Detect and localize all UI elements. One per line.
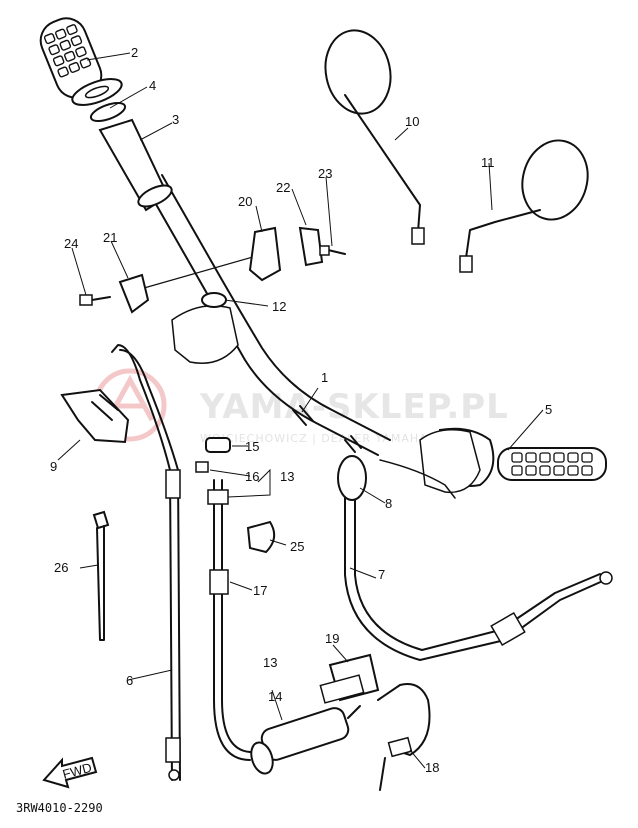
clamp-8 xyxy=(337,455,367,501)
watermark-subtitle: WOJCIECHOWICZ | DEALER YAMAHA xyxy=(200,432,428,445)
cable-17 xyxy=(207,479,251,761)
right-switch-housing xyxy=(419,429,481,494)
callout-9: 9 xyxy=(50,459,57,474)
callout-labels: 1 2 3 4 5 6 7 8 9 10 11 12 13 13 14 15 1… xyxy=(50,45,552,775)
holder-12 xyxy=(201,292,227,308)
callout-8: 8 xyxy=(385,496,392,511)
lever-9 xyxy=(60,388,130,444)
holder-21 xyxy=(118,273,150,314)
cable-7 xyxy=(344,479,613,661)
callout-14: 14 xyxy=(268,689,282,704)
handlebar xyxy=(144,174,391,456)
throttle-tube xyxy=(98,118,173,212)
callout-11: 11 xyxy=(481,155,495,170)
leader-lines xyxy=(57,52,544,769)
callout-24: 24 xyxy=(64,236,78,251)
cable-6 xyxy=(111,344,181,781)
cylinder-14 xyxy=(250,705,361,775)
callout-1: 1 xyxy=(321,370,328,385)
callout-26: 26 xyxy=(54,560,68,575)
holder-22 xyxy=(298,226,324,267)
callout-7: 7 xyxy=(378,567,385,582)
holder-20 xyxy=(248,226,282,282)
mirror-left xyxy=(324,29,425,245)
callout-6: 6 xyxy=(126,673,133,688)
fwd-arrow: FWD xyxy=(42,756,98,789)
callout-19: 19 xyxy=(325,631,339,646)
washer xyxy=(89,101,127,123)
callout-18: 18 xyxy=(425,760,439,775)
callout-3: 3 xyxy=(172,112,179,127)
left-switch-housing xyxy=(171,305,239,364)
diagram-code: 3RW4010-2290 xyxy=(16,801,103,815)
wire-18 xyxy=(377,683,431,791)
cable-tie-26 xyxy=(92,510,110,641)
callout-20: 20 xyxy=(238,194,252,209)
callout-23: 23 xyxy=(318,166,332,181)
lever-holder-parts xyxy=(79,226,346,314)
left-grip xyxy=(39,17,123,106)
callout-13-bottom: 13 xyxy=(263,655,277,670)
fwd-label: FWD xyxy=(61,760,93,782)
mirror-right xyxy=(459,139,589,273)
callout-16: 16 xyxy=(245,469,259,484)
callout-5: 5 xyxy=(545,402,552,417)
callout-21: 21 xyxy=(103,230,117,245)
switch-19 xyxy=(319,653,380,704)
callout-15: 15 xyxy=(245,439,259,454)
switch-wire xyxy=(379,459,456,499)
callout-12: 12 xyxy=(272,299,286,314)
callout-13-top: 13 xyxy=(280,469,294,484)
clip-25 xyxy=(246,520,276,554)
callout-25: 25 xyxy=(290,539,304,554)
callout-22: 22 xyxy=(276,180,290,195)
callout-17: 17 xyxy=(253,583,267,598)
callout-2: 2 xyxy=(131,45,138,60)
callout-4: 4 xyxy=(149,78,156,93)
bolt-16 xyxy=(195,461,209,473)
callout-10: 10 xyxy=(405,114,419,129)
cap-15 xyxy=(205,437,231,453)
